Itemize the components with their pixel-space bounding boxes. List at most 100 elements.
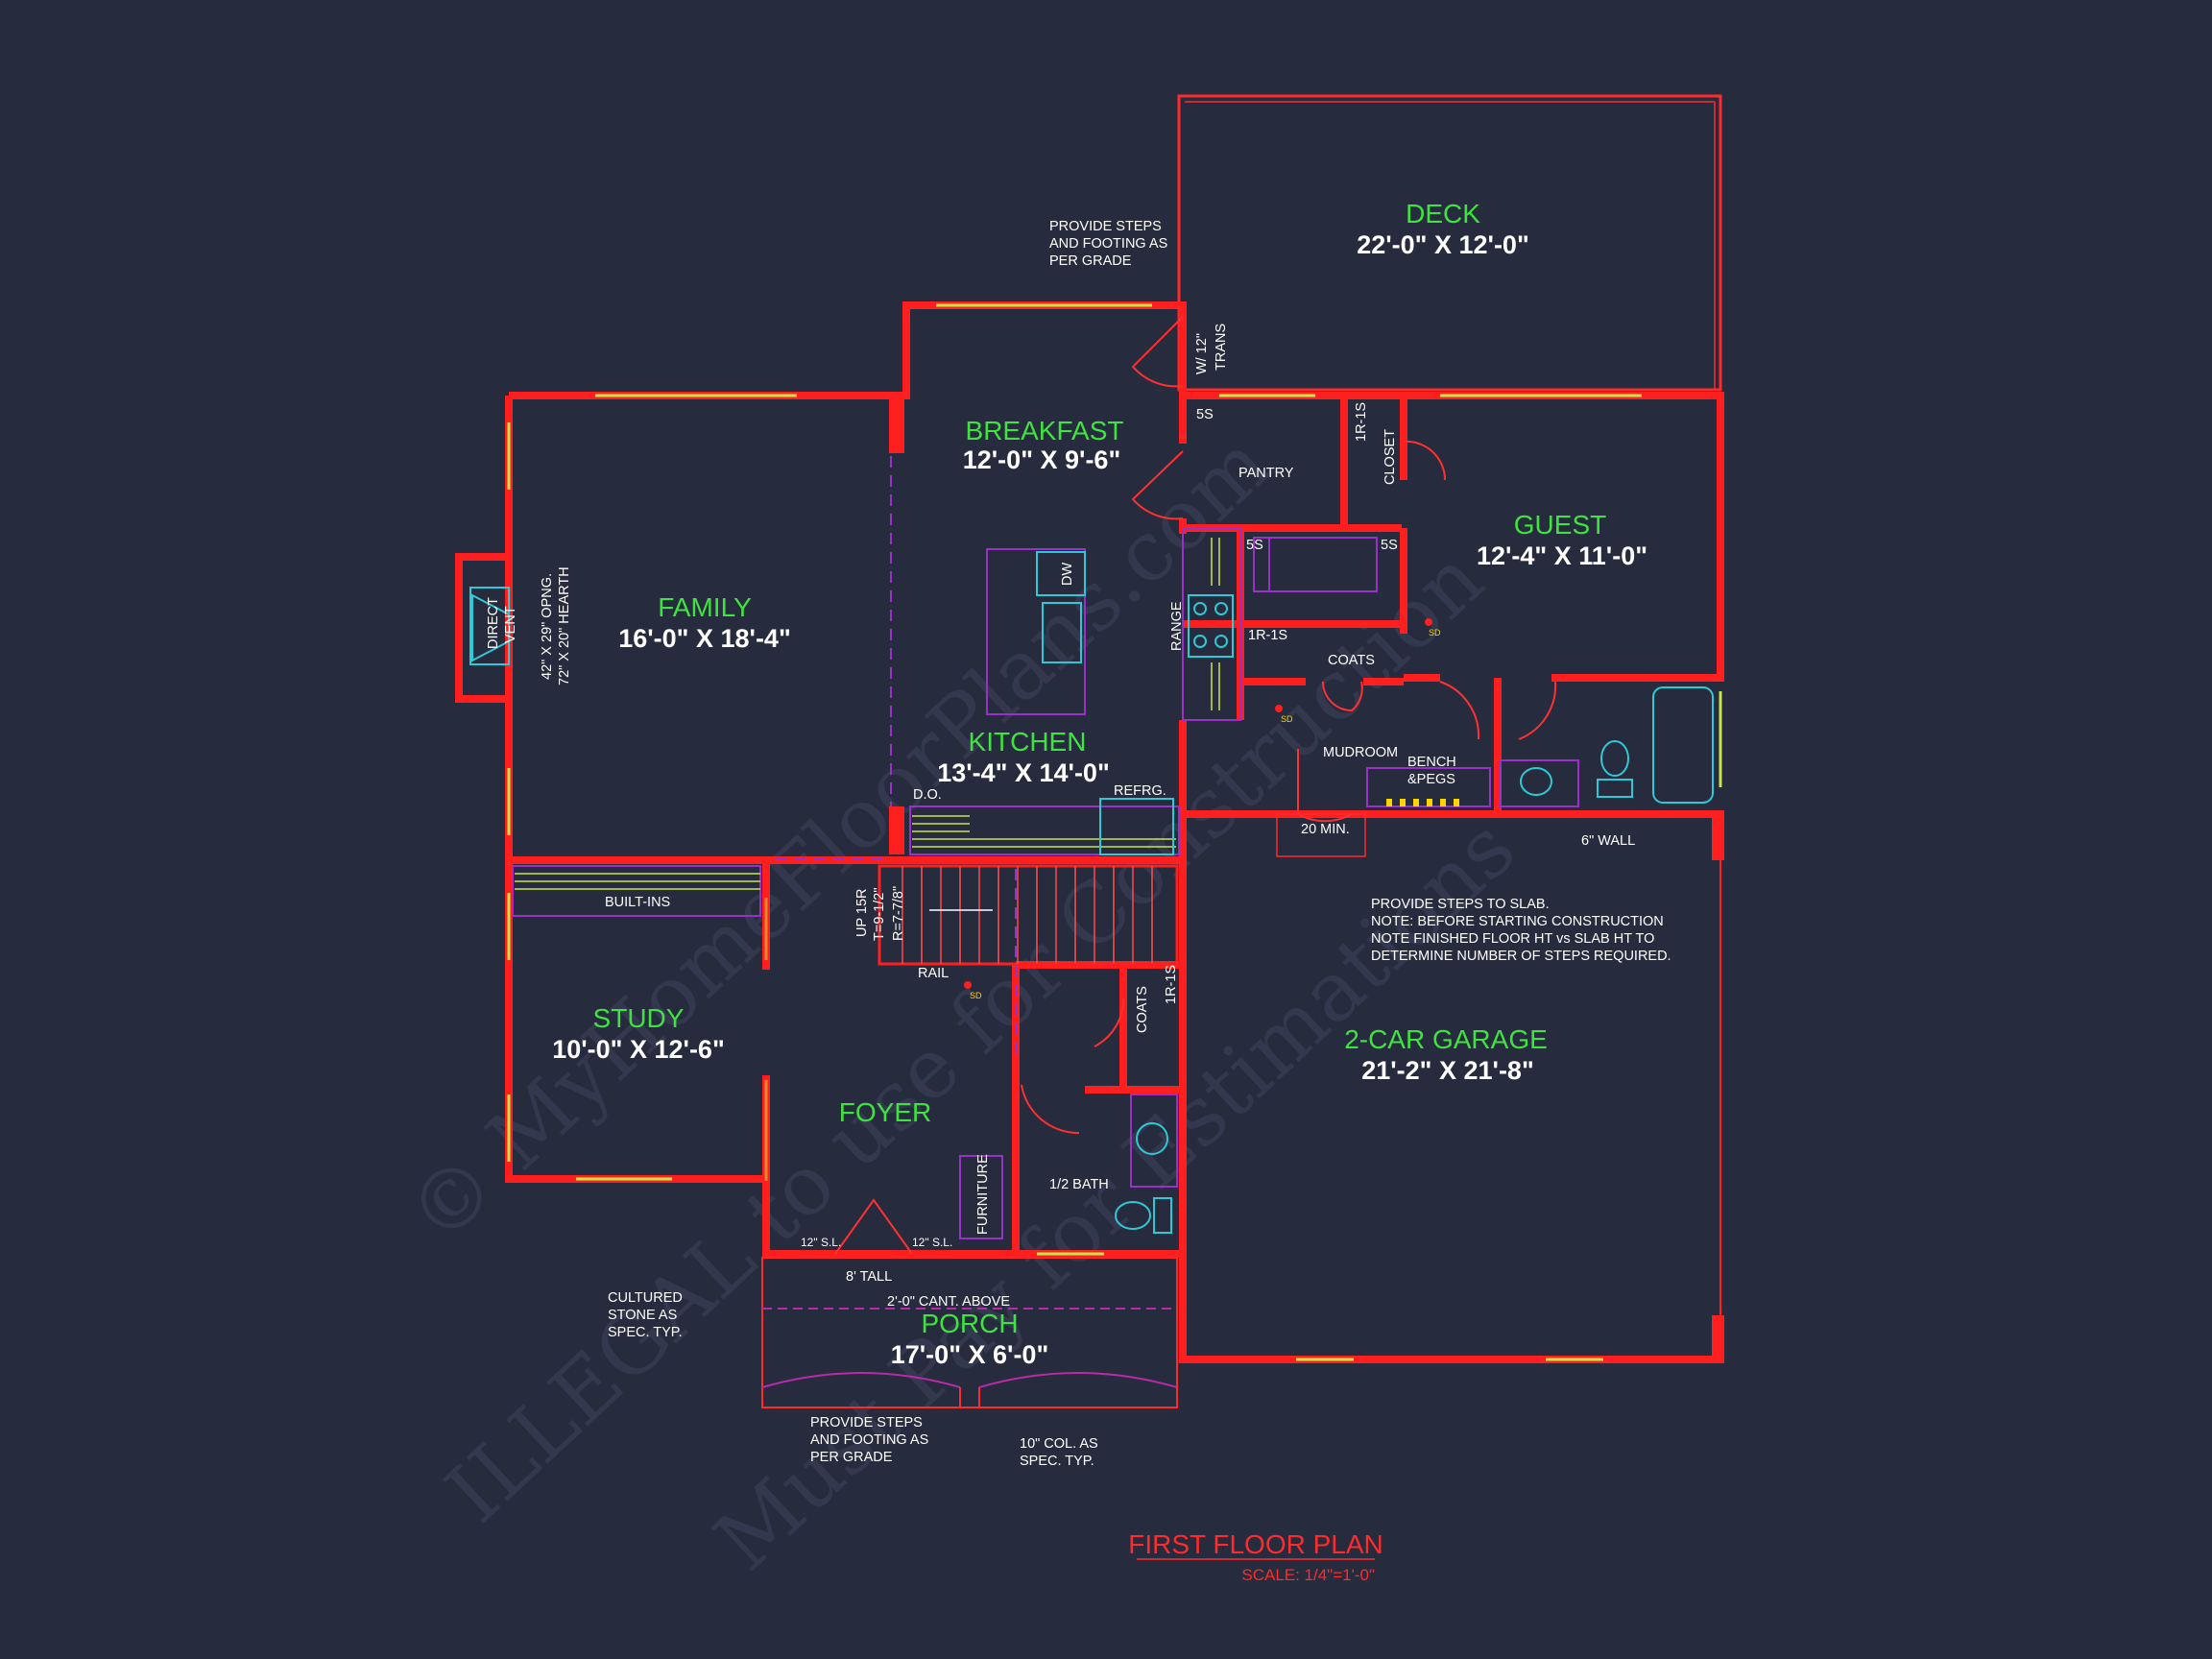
- cabinet-hatching: [515, 538, 1220, 890]
- coats-label-b: COATS: [1135, 986, 1150, 1033]
- direct-vent-label-1: DIRECT: [486, 597, 501, 649]
- hearth-label-2: 72" X 20" HEARTH: [557, 566, 572, 685]
- one-r-label-a: 1R-1S: [1354, 402, 1369, 442]
- smoke-detectors: [964, 618, 1432, 989]
- porch-name: PORCH: [921, 1309, 1018, 1338]
- door-opening-label: D.O.: [913, 787, 942, 803]
- porch-steps-note-3: PER GRADE: [810, 1450, 893, 1465]
- five-s-label-c: 5S: [1381, 538, 1398, 553]
- deck-steps-note-2: AND FOOTING AS: [1049, 236, 1167, 252]
- furniture-label: FURNITURE: [975, 1154, 991, 1235]
- room-labels: DECK 22'-0" X 12'-0" BREAKFAST 12'-0" X …: [552, 199, 1647, 1369]
- furniture-cabinet: [959, 1155, 1003, 1239]
- washer-drum: [1520, 767, 1552, 796]
- range-label: RANGE: [1169, 601, 1185, 651]
- study-name: STUDY: [593, 1003, 685, 1033]
- sink: [1042, 602, 1082, 663]
- guest-dims: 12'-4" X 11'-0": [1477, 541, 1647, 570]
- trans-note-1: W/ 12": [1194, 333, 1210, 374]
- hearth-label-1: 42" X 29" OPNG.: [540, 573, 555, 680]
- slab-note-3: NOTE FINISHED FLOOR HT vs SLAB HT TO: [1371, 931, 1654, 947]
- rail-label: RAIL: [918, 966, 949, 981]
- pantry-label: PANTRY: [1238, 466, 1294, 481]
- column-note-1: 10" COL. AS: [1020, 1436, 1098, 1452]
- title-block: FIRST FLOOR PLAN SCALE: 1/4"=1'-0": [1128, 1529, 1383, 1584]
- washer: [1499, 759, 1579, 807]
- stair-label-1: UP 15R: [854, 888, 870, 937]
- range: [1188, 594, 1234, 658]
- family-name: FAMILY: [658, 592, 752, 622]
- deck-outline: [1177, 94, 1722, 392]
- kitchen-counter: [909, 805, 1180, 855]
- deck-steps-note-1: PROVIDE STEPS: [1049, 219, 1162, 234]
- fixture-labels: PANTRY CLOSET 5S 5S 5S 1R-1S 1R-1S 1R-1S…: [486, 402, 1456, 1235]
- five-s-label-a: 5S: [1196, 407, 1214, 422]
- notes: PROVIDE STEPS AND FOOTING AS PER GRADE W…: [608, 219, 1671, 1469]
- windows: [507, 303, 1722, 1361]
- plan-title: FIRST FLOOR PLAN: [1128, 1529, 1383, 1559]
- deck-dims: 22'-0" X 12'-0": [1357, 230, 1529, 259]
- smoke-detector-label-3: SD: [970, 991, 982, 1000]
- bath-toilet: [1115, 1201, 1151, 1230]
- cultured-note-1: CULTURED: [608, 1290, 683, 1306]
- pantry-shelf: [1253, 537, 1378, 592]
- porch-steps-note-2: AND FOOTING AS: [810, 1432, 928, 1448]
- breakfast-name: BREAKFAST: [966, 416, 1124, 445]
- study-dims: 10'-0" X 12'-6": [552, 1035, 725, 1064]
- bench-label-2: &PEGS: [1407, 772, 1455, 787]
- guest-name: GUEST: [1514, 510, 1606, 540]
- mudroom-label: MUDROOM: [1323, 745, 1398, 760]
- deck-steps-note-3: PER GRADE: [1049, 253, 1132, 269]
- cultured-note-2: STONE AS: [608, 1308, 677, 1323]
- stair: [878, 864, 1179, 966]
- built-ins-cabinet: [512, 865, 761, 917]
- slab-note-2: NOTE: BEFORE STARTING CONSTRUCTION: [1371, 914, 1664, 929]
- cant-note: 2'-0" CANT. ABOVE: [887, 1294, 1010, 1310]
- porch-steps-note-1: PROVIDE STEPS: [810, 1415, 923, 1431]
- built-ins-label: BUILT-INS: [605, 895, 670, 910]
- plan-scale: SCALE: 1/4"=1'-0": [1241, 1566, 1375, 1584]
- breakfast-dims: 12'-0" X 9'-6": [963, 445, 1121, 474]
- porch-dims: 17'-0" X 6'-0": [891, 1340, 1049, 1369]
- garage-dims: 21'-2" X 21'-8": [1361, 1056, 1534, 1085]
- column-note-2: SPEC. TYP.: [1020, 1454, 1094, 1469]
- twenty-min-note: 20 MIN.: [1301, 822, 1350, 837]
- six-wall-note: 6" WALL: [1581, 833, 1635, 849]
- stair-label-3: R=7-7/8": [891, 886, 906, 941]
- foyer-name: FOYER: [839, 1097, 931, 1127]
- slab-note-1: PROVIDE STEPS TO SLAB.: [1371, 897, 1550, 912]
- bath-sink: [1136, 1122, 1168, 1155]
- smoke-detector-label-2: SD: [1429, 628, 1441, 637]
- bench-pegs: [1386, 799, 1459, 806]
- bench-label-1: BENCH: [1407, 755, 1456, 770]
- cultured-note-3: SPEC. TYP.: [608, 1325, 683, 1340]
- bathtub: [1652, 686, 1714, 804]
- dishwasher: [1036, 551, 1086, 596]
- five-s-label-b: 5S: [1246, 538, 1263, 553]
- deck-name: DECK: [1406, 199, 1480, 228]
- sl-left-note: 12" S.L.: [801, 1236, 841, 1249]
- kitchen-name: KITCHEN: [969, 727, 1087, 757]
- half-bath-label: 1/2 BATH: [1049, 1177, 1109, 1192]
- garage-name: 2-CAR GARAGE: [1344, 1024, 1548, 1054]
- refrigerator: [1099, 798, 1174, 855]
- direct-vent-label-2: VENT: [503, 606, 518, 643]
- stair-label-2: T=9-1/2": [872, 887, 887, 941]
- sl-right-note: 12" S.L.: [912, 1236, 952, 1249]
- kitchen-dims: 13'-4" X 14'-0": [937, 758, 1110, 787]
- appliances: [469, 551, 1714, 1234]
- smoke-detector-label-1: SD: [1281, 714, 1293, 724]
- eight-tall-note: 8' TALL: [846, 1269, 892, 1285]
- guest-toilet: [1600, 740, 1629, 777]
- kitchen-island: [986, 548, 1086, 715]
- closet-label: CLOSET: [1382, 429, 1398, 485]
- one-r-label-b: 1R-1S: [1248, 628, 1287, 643]
- dishwasher-label: DW: [1060, 563, 1075, 586]
- fire-rated-door-box: [1276, 813, 1366, 857]
- slab-note-4: DETERMINE NUMBER OF STEPS REQUIRED.: [1371, 949, 1671, 964]
- coats-label-a: COATS: [1328, 653, 1375, 668]
- one-r-label-c: 1R-1S: [1164, 965, 1179, 1004]
- fixtures: [512, 456, 1579, 1239]
- refrigerator-label: REFRG.: [1114, 783, 1166, 799]
